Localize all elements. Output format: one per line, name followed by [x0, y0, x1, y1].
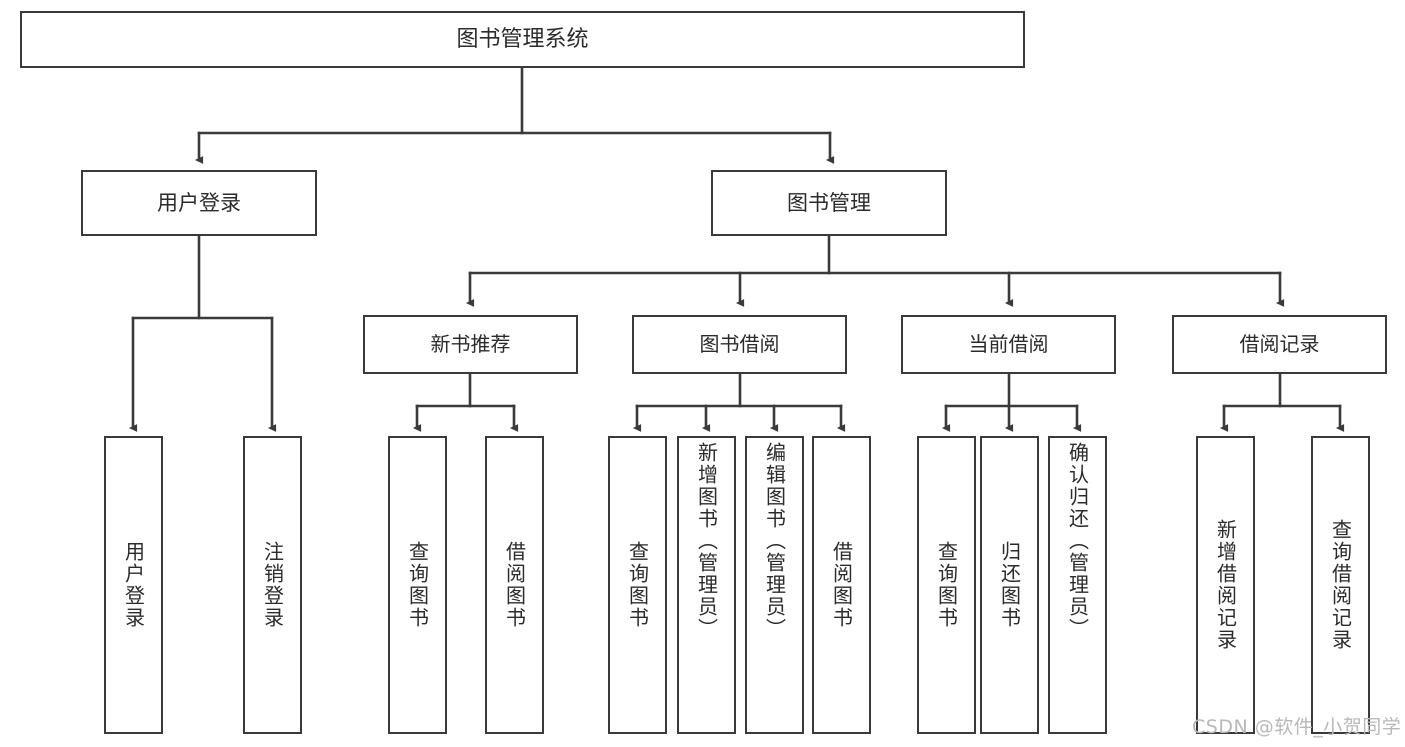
node-book-borrow[interactable]: 图书借阅 — [632, 315, 847, 374]
node-leaf-borrow-book-2-label: 借阅图书 — [829, 541, 854, 629]
node-leaf-query-book-3[interactable]: 查询图书 — [917, 436, 976, 734]
node-current-borrow[interactable]: 当前借阅 — [901, 315, 1116, 374]
node-leaf-add-book-label: 新增图书（管理员） — [694, 442, 719, 640]
node-book-manage-label: 图书管理 — [787, 190, 871, 215]
watermark: CSDN @软件_小贺同学 — [1192, 716, 1402, 738]
node-book-manage[interactable]: 图书管理 — [711, 170, 947, 236]
node-leaf-edit-book-label: 编辑图书（管理员） — [762, 442, 787, 640]
node-leaf-query-book-1[interactable]: 查询图书 — [388, 436, 447, 734]
node-new-book-recommend-label: 新书推荐 — [430, 332, 511, 356]
node-leaf-add-record-label: 新增借阅记录 — [1213, 519, 1238, 651]
node-root[interactable]: 图书管理系统 — [20, 11, 1025, 68]
node-book-borrow-label: 图书借阅 — [699, 332, 780, 356]
node-leaf-user-login[interactable]: 用户登录 — [104, 436, 163, 734]
connector-root-to-level1 — [194, 66, 835, 164]
node-current-borrow-label: 当前借阅 — [968, 332, 1049, 356]
connector-borrowrecord-to-leaves — [1219, 372, 1345, 432]
node-leaf-query-book-3-label: 查询图书 — [934, 541, 959, 629]
node-leaf-logout-label: 注销登录 — [260, 541, 285, 629]
node-leaf-add-record[interactable]: 新增借阅记录 — [1196, 436, 1255, 734]
node-leaf-confirm-return-label: 确认归还（管理员） — [1065, 442, 1090, 640]
connector-userlogin-to-leaves — [128, 234, 277, 432]
node-leaf-return-book[interactable]: 归还图书 — [980, 436, 1039, 734]
node-borrow-record[interactable]: 借阅记录 — [1172, 315, 1387, 374]
node-leaf-query-record-label: 查询借阅记录 — [1328, 519, 1353, 651]
node-leaf-borrow-book-1-label: 借阅图书 — [502, 541, 527, 629]
connector-bookborrow-to-leaves — [632, 372, 846, 432]
node-user-login-label: 用户登录 — [157, 190, 241, 215]
node-borrow-record-label: 借阅记录 — [1239, 332, 1320, 356]
node-user-login[interactable]: 用户登录 — [81, 170, 317, 236]
node-leaf-borrow-book-1[interactable]: 借阅图书 — [485, 436, 544, 734]
node-leaf-query-record[interactable]: 查询借阅记录 — [1311, 436, 1370, 734]
node-leaf-query-book-2-label: 查询图书 — [625, 541, 650, 629]
node-leaf-logout[interactable]: 注销登录 — [243, 436, 302, 734]
node-leaf-add-book[interactable]: 新增图书（管理员） — [677, 436, 736, 734]
connector-bookmanage-to-level2 — [465, 234, 1285, 307]
node-leaf-query-book-1-label: 查询图书 — [405, 541, 430, 629]
node-leaf-return-book-label: 归还图书 — [997, 541, 1022, 629]
connector-currentborrow-to-leaves — [941, 372, 1082, 432]
node-leaf-confirm-return[interactable]: 确认归还（管理员） — [1048, 436, 1107, 734]
node-leaf-user-login-label: 用户登录 — [121, 541, 146, 629]
connector-newbook-to-leaves — [412, 372, 519, 432]
node-leaf-edit-book[interactable]: 编辑图书（管理员） — [745, 436, 804, 734]
node-leaf-query-book-2[interactable]: 查询图书 — [608, 436, 667, 734]
node-leaf-borrow-book-2[interactable]: 借阅图书 — [812, 436, 871, 734]
node-root-label: 图书管理系统 — [456, 26, 589, 52]
node-new-book-recommend[interactable]: 新书推荐 — [363, 315, 578, 374]
